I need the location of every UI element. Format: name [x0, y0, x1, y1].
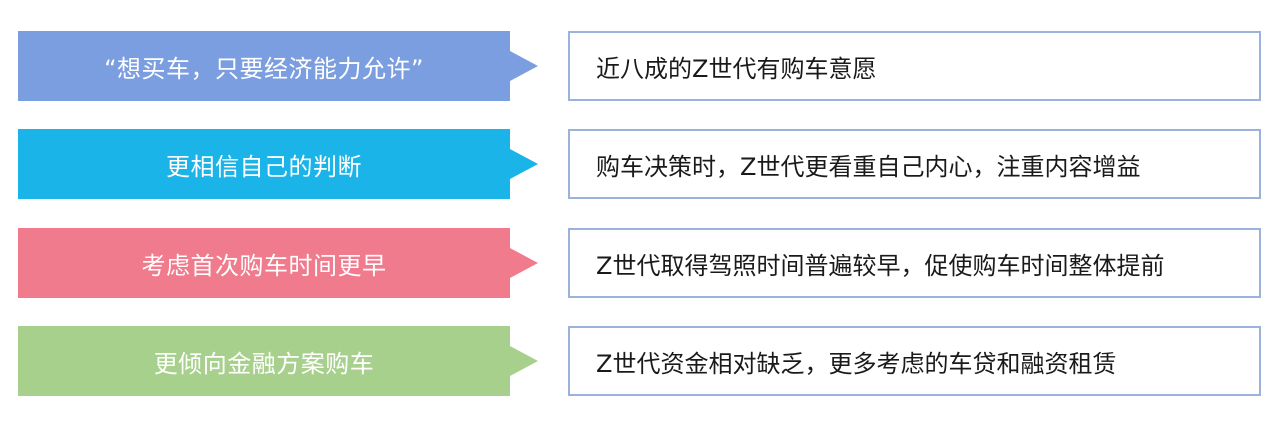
label-tag: 更倾向金融方案购车 — [18, 326, 538, 396]
arrow-shape — [18, 228, 538, 298]
arrow-shape — [18, 129, 538, 199]
description-box: Z世代取得驾照时间普遍较早，促使购车时间整体提前 — [568, 228, 1261, 298]
row-4: 更倾向金融方案购车 Z世代资金相对缺乏，更多考虑的车贷和融资租赁 — [0, 326, 1278, 396]
row-3: 考虑首次购车时间更早 Z世代取得驾照时间普遍较早，促使购车时间整体提前 — [0, 228, 1278, 298]
description-box: Z世代资金相对缺乏，更多考虑的车贷和融资租赁 — [568, 326, 1261, 396]
label-text: 更相信自己的判断 — [166, 152, 362, 181]
description-text: 购车决策时，Z世代更看重自己内心，注重内容增益 — [596, 152, 1141, 181]
label-text: 更倾向金融方案购车 — [153, 349, 375, 378]
description-box: 购车决策时，Z世代更看重自己内心，注重内容增益 — [568, 129, 1261, 199]
label-tag: 考虑首次购车时间更早 — [18, 228, 538, 298]
description-text: Z世代取得驾照时间普遍较早，促使购车时间整体提前 — [596, 251, 1165, 280]
label-text: 考虑首次购车时间更早 — [141, 251, 387, 280]
description-box: 近八成的Z世代有购车意愿 — [568, 31, 1261, 101]
arrow-shape — [18, 31, 538, 101]
description-text: 近八成的Z世代有购车意愿 — [596, 54, 877, 83]
row-2: 更相信自己的判断 购车决策时，Z世代更看重自己内心，注重内容增益 — [0, 129, 1278, 199]
label-tag: 更相信自己的判断 — [18, 129, 538, 199]
description-text: Z世代资金相对缺乏，更多考虑的车贷和融资租赁 — [596, 349, 1117, 378]
row-1: “想买车，只要经济能力允许” 近八成的Z世代有购车意愿 — [0, 31, 1278, 101]
label-tag: “想买车，只要经济能力允许” — [18, 31, 538, 101]
label-text: “想买车，只要经济能力允许” — [104, 54, 424, 83]
arrow-shape — [18, 326, 538, 396]
